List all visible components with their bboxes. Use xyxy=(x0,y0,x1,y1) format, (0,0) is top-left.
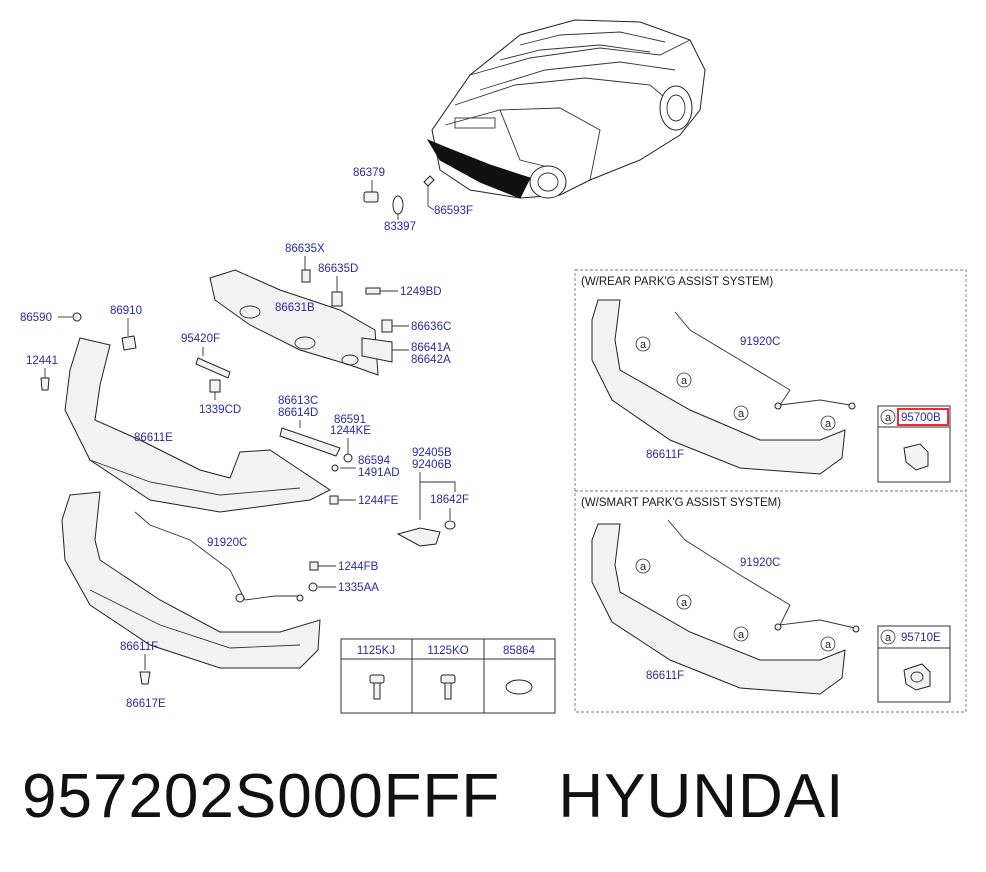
callout-86379: 86379 xyxy=(353,167,385,179)
callout-86593F: 86593F xyxy=(434,205,473,217)
callout-86611E: 86611E xyxy=(134,432,173,444)
svg-text:a: a xyxy=(825,418,832,430)
smart-park-title: (W/SMART PARK'G ASSIST SYSTEM) xyxy=(581,497,781,509)
callout-86591: 86591 xyxy=(334,414,366,426)
smart-park-harness-label: 91920C xyxy=(740,557,780,569)
brand-name: HYUNDAI xyxy=(558,762,845,831)
svg-text:a: a xyxy=(681,375,688,387)
smart-park-bumper-label: 86611F xyxy=(646,670,684,682)
callout-86614D: 86614D xyxy=(278,407,318,419)
callout-1244FE: 1244FE xyxy=(358,495,399,507)
svg-text:a: a xyxy=(738,629,745,641)
bolt-1125KO-icon xyxy=(440,674,456,700)
callout-1335AA: 1335AA xyxy=(338,582,379,594)
callout-86617E: 86617E xyxy=(126,698,166,710)
callout-1244KE: 1244KE xyxy=(330,425,371,437)
plug-85864-icon xyxy=(505,679,533,695)
callout-86636C: 86636C xyxy=(411,321,451,333)
parking-sensor-icon xyxy=(903,443,929,471)
rear-park-sensor-label: 95700B xyxy=(901,412,941,424)
callout-86635D: 86635D xyxy=(318,263,358,275)
table-header-1125KJ: 1125KJ xyxy=(357,645,395,657)
callout-86594: 86594 xyxy=(358,455,391,467)
grommet-part xyxy=(363,191,379,203)
callout-86611F-main: 86611F xyxy=(120,641,158,653)
table-header-1125KO: 1125KO xyxy=(427,645,468,657)
table-header-85864: 85864 xyxy=(503,645,536,657)
callout-86641A: 86641A xyxy=(411,342,451,354)
svg-text:a: a xyxy=(885,632,892,644)
svg-text:a: a xyxy=(885,412,892,424)
seal-ring-part xyxy=(392,195,404,215)
svg-text:a: a xyxy=(640,561,647,573)
fastener-table: 1125KJ 1125KO 85864 xyxy=(340,638,556,714)
rear-park-harness-label: 91920C xyxy=(740,336,780,348)
smart-park-bumper-part xyxy=(591,523,846,695)
callout-12441: 12441 xyxy=(26,355,58,367)
sensor-highlight-box xyxy=(897,408,949,426)
callout-86631B: 86631B xyxy=(275,302,315,314)
callout-1491AD: 1491AD xyxy=(358,467,400,479)
callout-18642F: 18642F xyxy=(430,494,469,506)
svg-text:a: a xyxy=(640,339,647,351)
bumper-cover-upper-part xyxy=(64,337,331,513)
callout-83397: 83397 xyxy=(384,221,416,233)
callout-86642A: 86642A xyxy=(411,354,451,366)
callout-1244FB: 1244FB xyxy=(338,561,379,573)
callout-92405B: 92405B xyxy=(412,447,452,459)
smart-park-sensor-box: a 95710E xyxy=(877,625,951,703)
parts-diagram: 86379 83397 86593F 86635X 86635D 1249BD … xyxy=(20,19,967,714)
svg-text:a: a xyxy=(681,597,688,609)
smart-park-sensor-label: 95710E xyxy=(901,632,941,644)
svg-text:a: a xyxy=(825,639,832,651)
rear-park-bumper-label: 86611F xyxy=(646,449,684,461)
callout-91920C-main: 91920C xyxy=(207,537,247,549)
callout-92406B: 92406B xyxy=(412,459,452,471)
callout-86590: 86590 xyxy=(20,312,52,324)
vehicle-illustration xyxy=(426,19,706,199)
smart-parking-sensor-icon xyxy=(903,663,931,691)
rear-park-sensor-box: a 95700B xyxy=(877,405,951,483)
callout-86635X: 86635X xyxy=(285,243,325,255)
bolt-1125KJ-icon xyxy=(369,674,385,700)
callout-1339CD: 1339CD xyxy=(199,404,241,416)
callout-95420F: 95420F xyxy=(181,333,220,345)
reflex-lamp-part xyxy=(396,527,441,547)
rear-beam-part xyxy=(209,269,379,376)
callout-86910: 86910 xyxy=(110,305,142,317)
bumper-lower-part xyxy=(61,491,321,669)
callout-86613C: 86613C xyxy=(278,395,318,407)
rear-park-bumper-part xyxy=(591,299,846,475)
svg-text:a: a xyxy=(738,408,745,420)
callout-1249BD: 1249BD xyxy=(400,286,442,298)
part-number: 957202S000FFF xyxy=(22,762,501,831)
rear-park-title: (W/REAR PARK'G ASSIST SYSTEM) xyxy=(581,276,773,288)
reflector-bracket-part xyxy=(279,427,341,457)
